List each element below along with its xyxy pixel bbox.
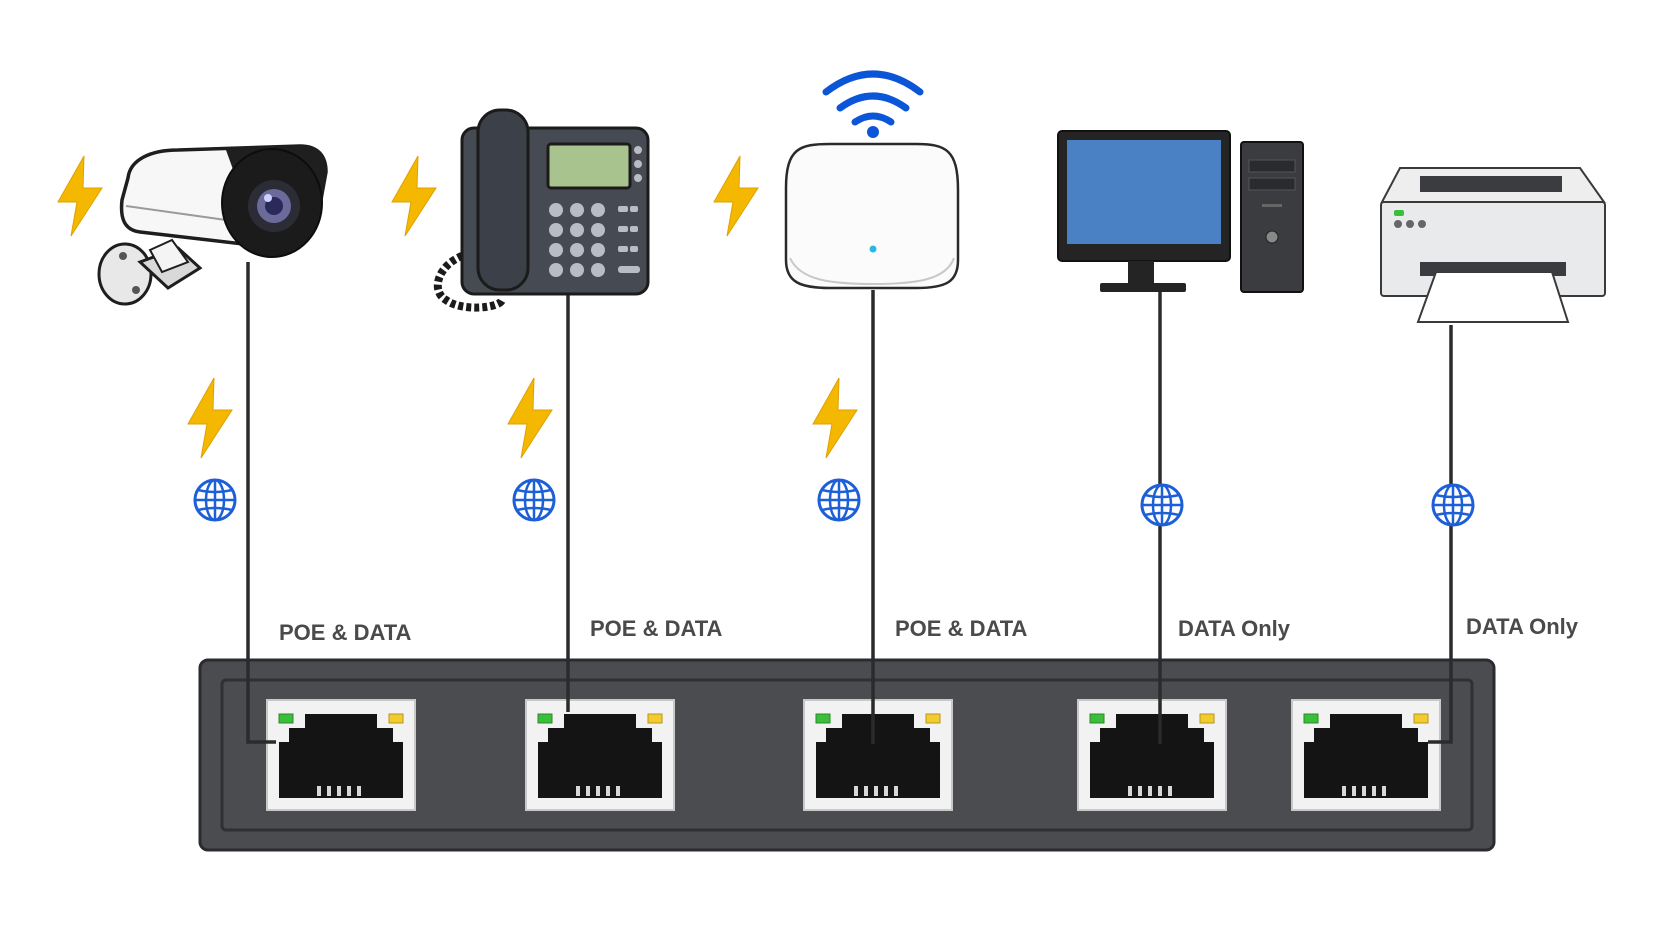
power-bolt-icon	[391, 155, 437, 237]
power-bolt-icon	[57, 155, 103, 237]
data-globe-icon	[1140, 483, 1184, 527]
switch-port-5[interactable]	[1291, 699, 1441, 811]
power-bolt-icon	[812, 377, 858, 459]
wireless-access-point-icon	[784, 70, 960, 290]
port-label-access-point: POE & DATA	[895, 616, 1028, 641]
switch-port-1[interactable]	[266, 699, 416, 811]
cable-printer	[1428, 325, 1453, 744]
port-label-printer: DATA Only	[1466, 614, 1579, 639]
rj45-port-icon	[1077, 699, 1227, 811]
port-label-computer: DATA Only	[1178, 616, 1291, 641]
desktop-computer-icon	[1057, 130, 1304, 293]
switch-port-4[interactable]	[1077, 699, 1227, 811]
switch-port-2[interactable]	[525, 699, 675, 811]
data-globe-icon	[193, 478, 237, 522]
wifi-icon	[822, 70, 924, 96]
port-label-camera: POE & DATA	[279, 620, 412, 645]
port-label-phone: POE & DATA	[590, 616, 723, 641]
rj45-port-icon	[1291, 699, 1441, 811]
rj45-port-icon	[525, 699, 675, 811]
security-camera-icon	[97, 144, 328, 306]
power-bolt-icon	[713, 155, 759, 237]
data-globe-icon	[512, 478, 556, 522]
data-globe-icon	[817, 478, 861, 522]
power-bolt-icon	[187, 377, 233, 459]
printer-icon	[1380, 167, 1606, 323]
rj45-port-icon	[803, 699, 953, 811]
rj45-port-icon	[266, 699, 416, 811]
data-globe-icon	[1431, 483, 1475, 527]
power-bolt-icon	[507, 377, 553, 459]
cable-camera	[246, 262, 276, 744]
switch-port-3[interactable]	[803, 699, 953, 811]
desk-phone-icon	[433, 108, 650, 312]
